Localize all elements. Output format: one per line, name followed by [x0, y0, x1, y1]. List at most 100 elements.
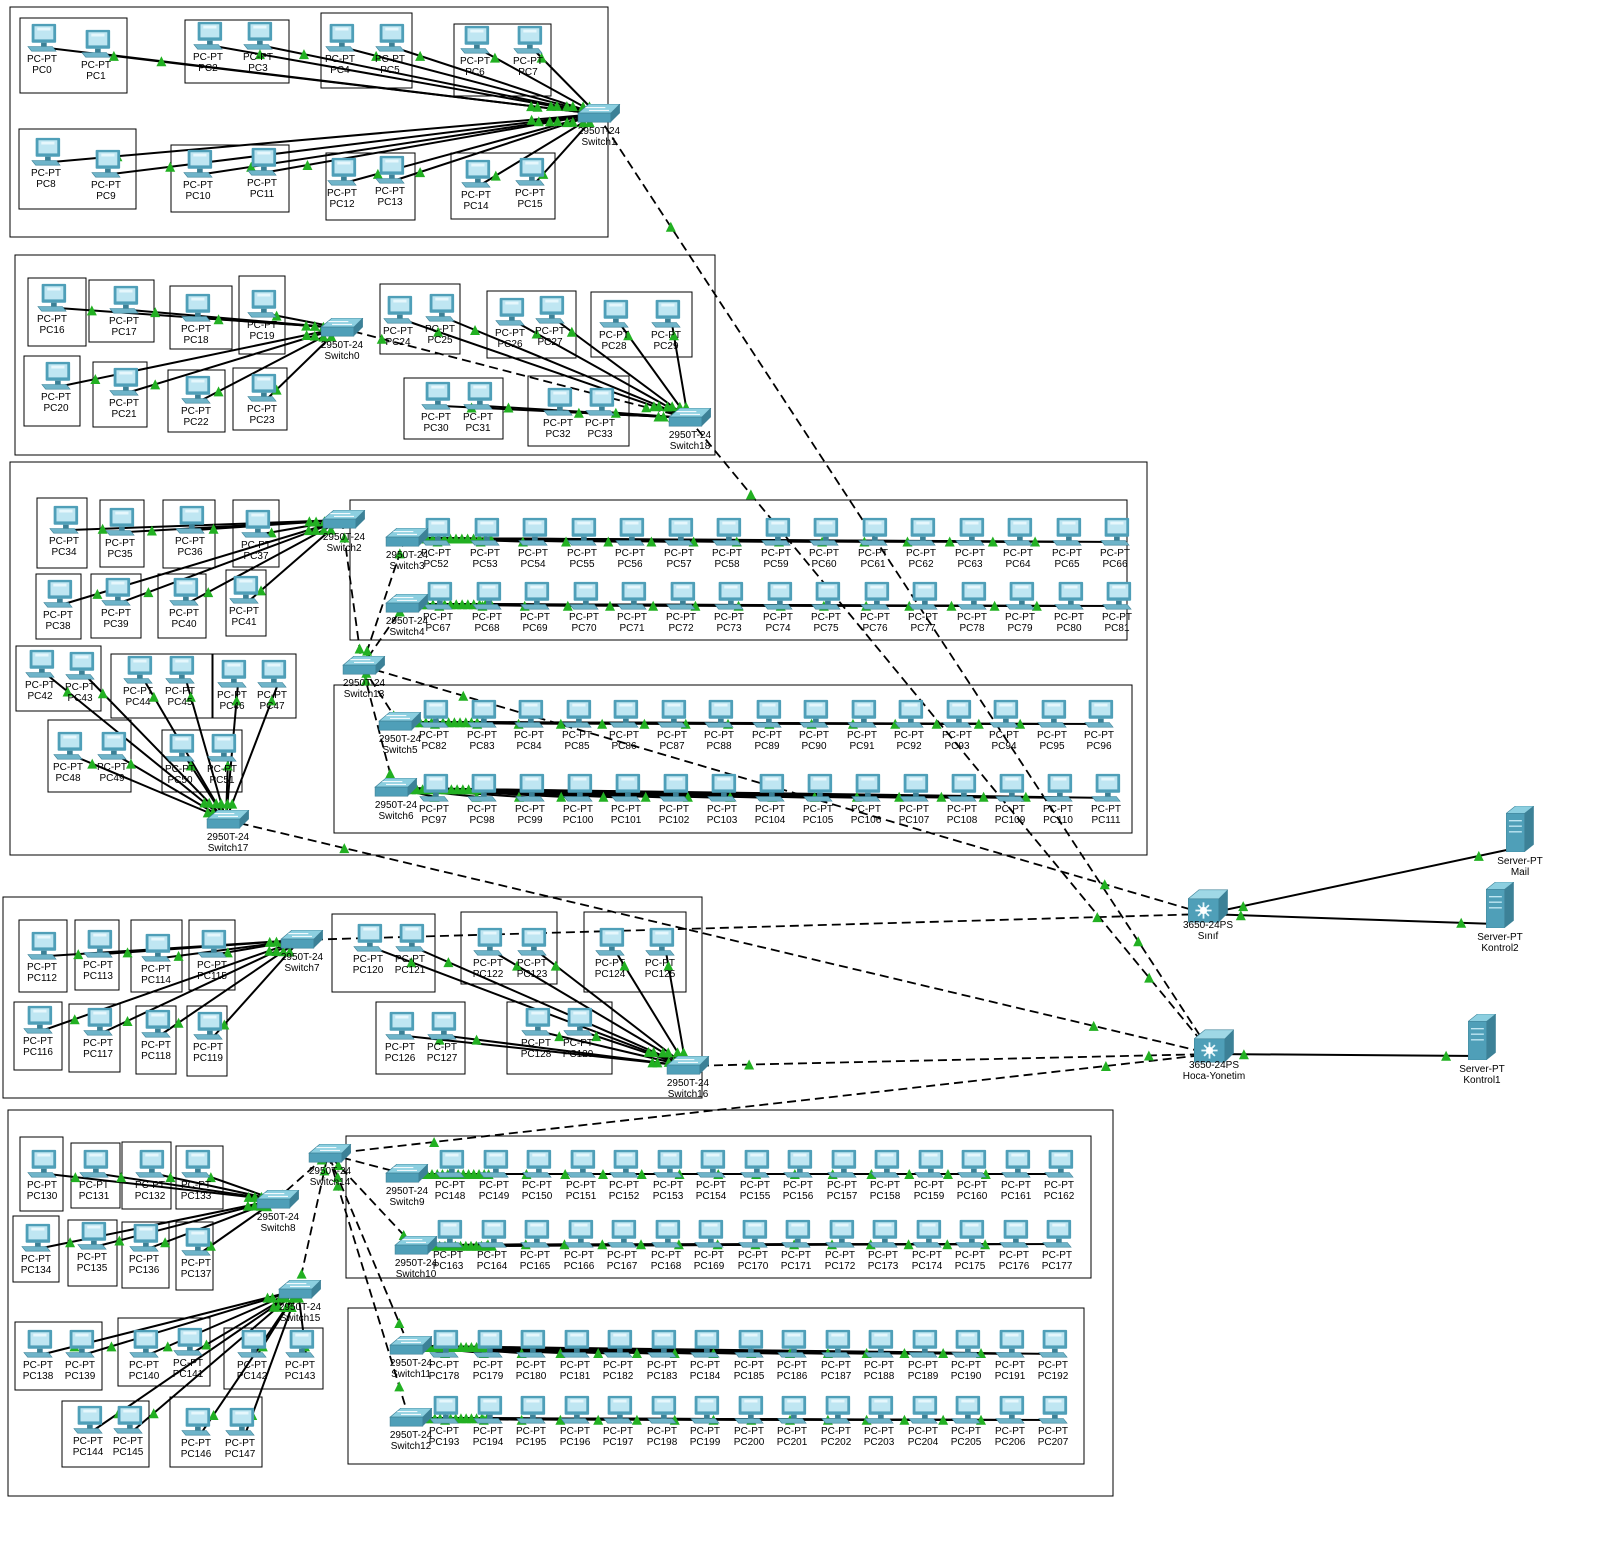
pc-access-link[interactable] — [537, 951, 687, 1067]
pc-access-link[interactable] — [373, 947, 687, 1067]
uplink-trunk[interactable] — [299, 913, 1207, 941]
uplink-trunk[interactable] — [361, 665, 399, 723]
uplink-trunk[interactable] — [687, 417, 1213, 1055]
uplink-trunk[interactable] — [327, 1053, 1213, 1155]
pc-access-link[interactable] — [408, 1345, 1060, 1355]
pc-access-link[interactable] — [43, 939, 301, 1031]
pc-access-link[interactable] — [45, 673, 227, 821]
uplink-trunk[interactable] — [361, 665, 395, 789]
pc-access-link[interactable] — [51, 113, 598, 163]
pc-access-link[interactable] — [213, 45, 598, 115]
pc-access-link[interactable] — [263, 45, 598, 115]
server-link[interactable] — [1211, 1053, 1479, 1057]
pc-access-link[interactable] — [480, 49, 598, 115]
pc-access-link[interactable] — [481, 113, 598, 185]
uplink-trunk[interactable] — [297, 1153, 329, 1291]
